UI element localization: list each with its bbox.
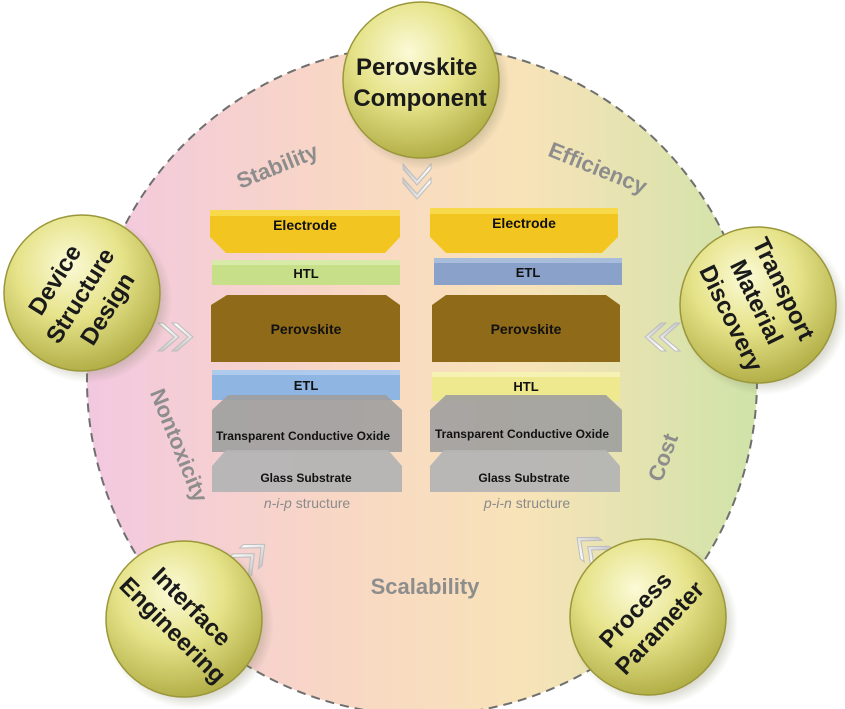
pin-layer-tco-label: Transparent Conductive Oxide xyxy=(435,427,609,441)
pin-layer-glass-label: Glass Substrate xyxy=(478,471,570,485)
pin-layer-electrode xyxy=(430,208,618,253)
nip-caption: n-i-p structure xyxy=(264,495,351,511)
nip-layer-electrode xyxy=(210,210,400,253)
pin-layer-electrode-label: Electrode xyxy=(492,215,556,231)
nip-layer-perovskite xyxy=(211,295,400,362)
nip-layer-tco xyxy=(212,395,402,452)
node-transport-material-discovery: Transport Material Discovery xyxy=(679,226,845,395)
node-perovskite-component-line1: Perovskite xyxy=(356,54,477,81)
pin-stack: Electrode ETL Perovskite HTL Transparent… xyxy=(430,208,622,511)
pin-layer-perovskite-label: Perovskite xyxy=(491,321,562,337)
svg-text:Perovskite Component: Perovskite Component xyxy=(353,54,486,112)
pin-layer-etl-label: ETL xyxy=(516,265,541,280)
pin-layer-tco xyxy=(430,395,622,452)
pin-caption: p-i-n structure xyxy=(483,495,571,511)
pin-layer-glass xyxy=(430,450,620,492)
pin-layer-htl-label: HTL xyxy=(513,379,538,394)
node-process-parameter: Process Parameter xyxy=(569,538,738,707)
nip-layer-perovskite-label: Perovskite xyxy=(271,321,342,337)
node-perovskite-component-line2: Component xyxy=(353,85,486,112)
nip-layer-glass xyxy=(212,450,402,492)
nip-layer-htl-label: HTL xyxy=(293,266,318,281)
node-perovskite-component: Perovskite Component xyxy=(342,1,510,170)
nip-layer-glass-label: Glass Substrate xyxy=(260,471,352,485)
node-interface-engineering: Interface Engineering xyxy=(105,540,274,709)
nip-layer-tco-label: Transparent Conductive Oxide xyxy=(216,429,390,443)
nip-layer-etl-label: ETL xyxy=(294,378,319,393)
theme-scalability: Scalability xyxy=(371,574,481,599)
node-device-structure-design: Device Structure Design xyxy=(3,214,172,383)
pin-layer-perovskite xyxy=(432,295,620,362)
nip-stack: Electrode HTL Perovskite ETL Transparent… xyxy=(210,210,402,511)
nip-layer-electrode-label: Electrode xyxy=(273,217,337,233)
